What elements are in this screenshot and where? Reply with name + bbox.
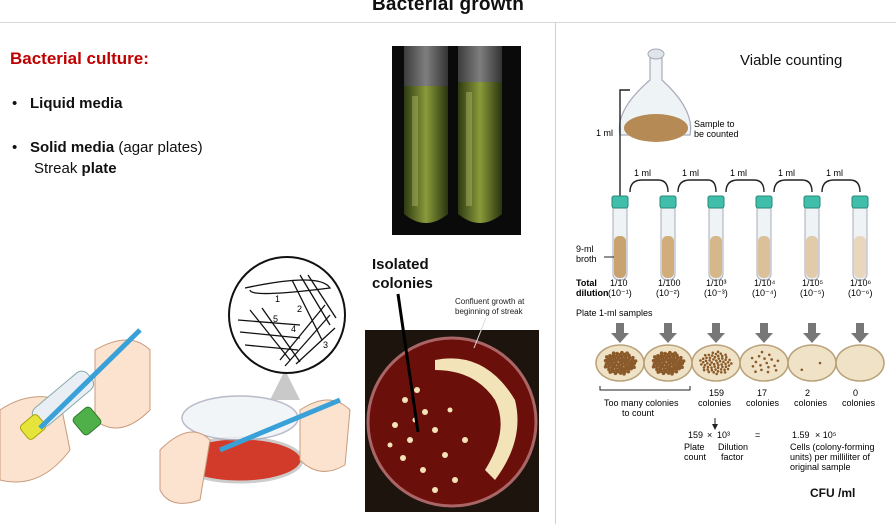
dilution-exponent: (10⁻⁴) (752, 288, 777, 298)
dilution-factor-1: Dilution (718, 442, 748, 452)
sample-plate (643, 323, 693, 382)
dilution-tube (659, 195, 677, 281)
formula-1-59: 1.59 (792, 430, 810, 440)
dilution-exponent: (10⁻¹) (608, 288, 632, 298)
transfer-ml-3: 1 ml (730, 168, 747, 178)
isolated-line-2: colonies (372, 275, 433, 292)
total-line-2: dilution (576, 288, 609, 298)
viable-counting-title: Viable counting (740, 52, 843, 69)
dilution-fraction: 1/100 (658, 278, 681, 288)
streak-label-2: 2 (297, 304, 302, 314)
formula-159: 159 (688, 430, 703, 440)
streak-label-4: 4 (291, 324, 296, 334)
colony-count-unit: colonies (794, 398, 828, 408)
isolated-colonies-arrow (396, 293, 420, 433)
colony-count-unit: colonies (842, 398, 876, 408)
colony-count: 159 (709, 388, 724, 398)
flask-ml-label: 1 ml (596, 128, 613, 138)
plate-text: plate (81, 160, 117, 177)
too-many-line-2: to count (622, 408, 655, 418)
colony-count: 0 (853, 388, 858, 398)
plate-samples-label: Plate 1-ml samples (576, 308, 653, 318)
streak-plate-illustration: 1 2 3 4 5 (0, 250, 362, 524)
liquid-culture-tubes-photo (392, 46, 521, 235)
colony-count: 17 (757, 388, 767, 398)
sample-line-2: be counted (694, 129, 739, 139)
dilution-tube (803, 195, 821, 281)
column-divider (555, 22, 556, 524)
dilution-exponent: (10⁻²) (656, 288, 680, 298)
dilution-tube (707, 195, 725, 281)
cfu-label: CFU /ml (810, 486, 856, 500)
confluent-pointer (473, 317, 487, 349)
cells-line-1: Cells (colony-forming (790, 442, 875, 452)
streak-label-3: 3 (323, 340, 328, 350)
formula-10-5: × 10⁵ (815, 430, 837, 440)
dilution-factor-2: factor (721, 452, 744, 462)
bullet-dot: • (12, 139, 18, 156)
dilution-fraction: 1/10⁶ (850, 278, 872, 288)
dilution-fraction: 1/10 (610, 278, 628, 288)
culture-heading: Bacterial culture: (10, 49, 149, 68)
total-line-1: Total (576, 278, 597, 288)
sample-plate (739, 323, 789, 382)
dilution-exponent: (10⁻⁶) (848, 288, 872, 298)
bullet-dot: • (12, 95, 18, 112)
transfer-ml-2: 1 ml (682, 168, 699, 178)
streak-plate-line: Streak plate (34, 160, 117, 177)
streak-text: Streak (34, 160, 82, 177)
plate-count-2: count (684, 452, 707, 462)
dilution-tube (611, 195, 629, 281)
streak-label-1: 1 (275, 294, 280, 304)
too-many-line-1: Too many colonies (604, 398, 679, 408)
broth-line-1: 9-ml (576, 244, 594, 254)
page-title: Bacterial growth (371, 0, 525, 15)
agar-plate-photo (365, 330, 539, 512)
transfer-ml-1: 1 ml (634, 168, 651, 178)
plate-count-1: Plate (684, 442, 705, 452)
transfer-ml-4: 1 ml (778, 168, 795, 178)
confluent-line-1: Confluent growth at (455, 297, 525, 306)
broth-line-2: broth (576, 254, 597, 264)
transfer-ml-5: 1 ml (826, 168, 843, 178)
sample-plate (787, 323, 837, 382)
dilution-exponent: (10⁻³) (704, 288, 728, 298)
liquid-media-text: Liquid media (30, 95, 123, 112)
agar-plates-text: (agar plates) (114, 139, 203, 156)
bullet-solid-media: • Solid media (agar plates) (12, 139, 203, 156)
sample-plate (595, 323, 645, 382)
confluent-growth-label: Confluent growth at beginning of streak (455, 297, 524, 317)
formula-equals: = (755, 430, 760, 440)
viable-counting-diagram: Sample to be counted 1 ml 1 ml 1 ml 1 ml… (576, 48, 885, 472)
cells-line-2: units) per milliliter of (790, 452, 871, 462)
isolated-colonies-label: Isolated colonies (372, 255, 433, 293)
dilution-exponent: (10⁻⁵) (800, 288, 825, 298)
formula-10-3: 10³ (717, 430, 730, 440)
dilution-tube (851, 195, 869, 281)
isolated-line-1: Isolated (372, 256, 429, 273)
colony-count-unit: colonies (698, 398, 732, 408)
colony-count: 2 (805, 388, 810, 398)
sample-plate (691, 323, 741, 382)
bullet-liquid-media: • Liquid media (12, 95, 123, 112)
sample-plate (835, 323, 885, 382)
dilution-fraction: 1/10⁴ (754, 278, 776, 288)
colony-count-unit: colonies (746, 398, 780, 408)
formula-times: × (707, 430, 712, 440)
confluent-line-2: beginning of streak (455, 307, 523, 316)
streak-label-5: 5 (273, 314, 278, 324)
dilution-fraction: 1/10⁵ (802, 278, 824, 288)
title-rule (0, 22, 896, 23)
cells-line-3: original sample (790, 462, 851, 472)
solid-media-text: Solid media (30, 139, 115, 156)
dilution-fraction: 1/10³ (706, 278, 727, 288)
sample-line-1: Sample to (694, 119, 735, 129)
dilution-tube (755, 195, 773, 281)
